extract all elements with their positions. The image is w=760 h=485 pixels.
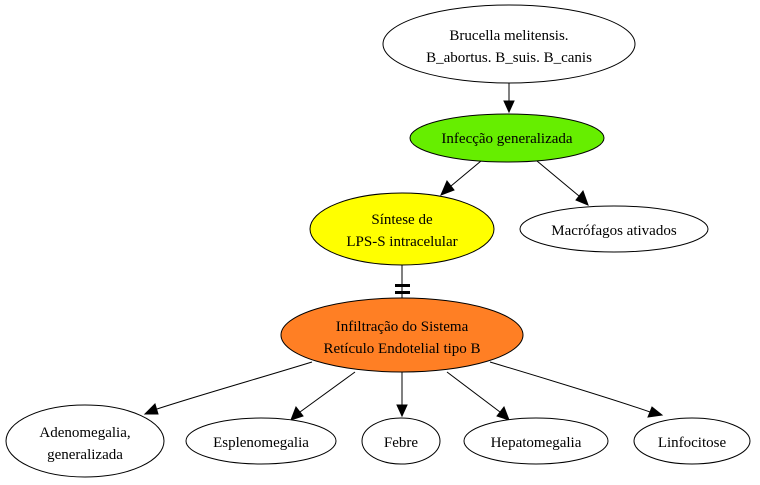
node-adenomegaly-label-line2: generalizada [47,447,123,463]
edges [143,83,664,421]
node-infection: Infecção generalizada [409,113,605,163]
node-infiltration-label-line1: Infiltração do Sistema [336,319,469,335]
node-brucella-shape [382,4,636,84]
edge-infiltration-lymphocytosis [489,361,664,418]
edge-infiltration-hepatomegaly [446,371,510,421]
node-lymphocytosis-shape [633,417,751,465]
node-hepatomegaly: Hepatomegalia [463,417,609,465]
node-adenomegaly-shape [5,404,165,478]
node-synthesis-label-line1: Síntese de [371,212,433,228]
edge-infection-macrophages [536,160,589,206]
node-lymphocytosis-label: Linfocitose [658,435,727,451]
edge-infiltration-adenomegaly [143,361,313,415]
node-splenomegaly-shape [185,417,337,465]
node-fever-shape [361,417,441,465]
node-infiltration: Infiltração do Sistema Retículo Endoteli… [280,297,524,373]
node-macrophages: Macrófagos ativados [519,205,709,253]
node-hepatomegaly-label: Hepatomegalia [491,435,582,451]
node-adenomegaly: Adenomegalia, generalizada [5,404,165,478]
node-synthesis: Síntese de LPS-S intracelular [309,192,495,266]
nodes: Brucella melitensis. B_abortus. B_suis. … [5,4,751,478]
node-splenomegaly-label: Esplenomegalia [213,435,309,451]
node-brucella: Brucella melitensis. B_abortus. B_suis. … [382,4,636,84]
node-synthesis-label-line2: LPS-S intracelular [346,234,457,250]
edge-synthesis-infiltration [395,265,410,298]
node-splenomegaly: Esplenomegalia [185,417,337,465]
node-brucella-label-line1: Brucella melitensis. [449,28,568,44]
node-infiltration-shape [280,297,524,373]
node-infiltration-label-line2: Retículo Endotelial tipo B [323,341,480,357]
node-lymphocytosis: Linfocitose [633,417,751,465]
edge-infection-synthesis [440,160,482,196]
node-fever-label: Febre [384,435,418,451]
node-synthesis-shape [309,192,495,266]
node-adenomegaly-label-line1: Adenomegalia, [39,425,130,441]
node-fever: Febre [361,417,441,465]
node-macrophages-label: Macrófagos ativados [551,223,677,239]
node-macrophages-shape [519,205,709,253]
node-hepatomegaly-shape [463,417,609,465]
edge-infiltration-fever [396,372,408,418]
edge-brucella-infection [503,83,515,114]
edge-infiltration-splenomegaly [290,371,356,421]
node-infection-label: Infecção generalizada [441,131,572,147]
node-infection-shape [409,113,605,163]
node-brucella-label-line2: B_abortus. B_suis. B_canis [426,50,592,66]
